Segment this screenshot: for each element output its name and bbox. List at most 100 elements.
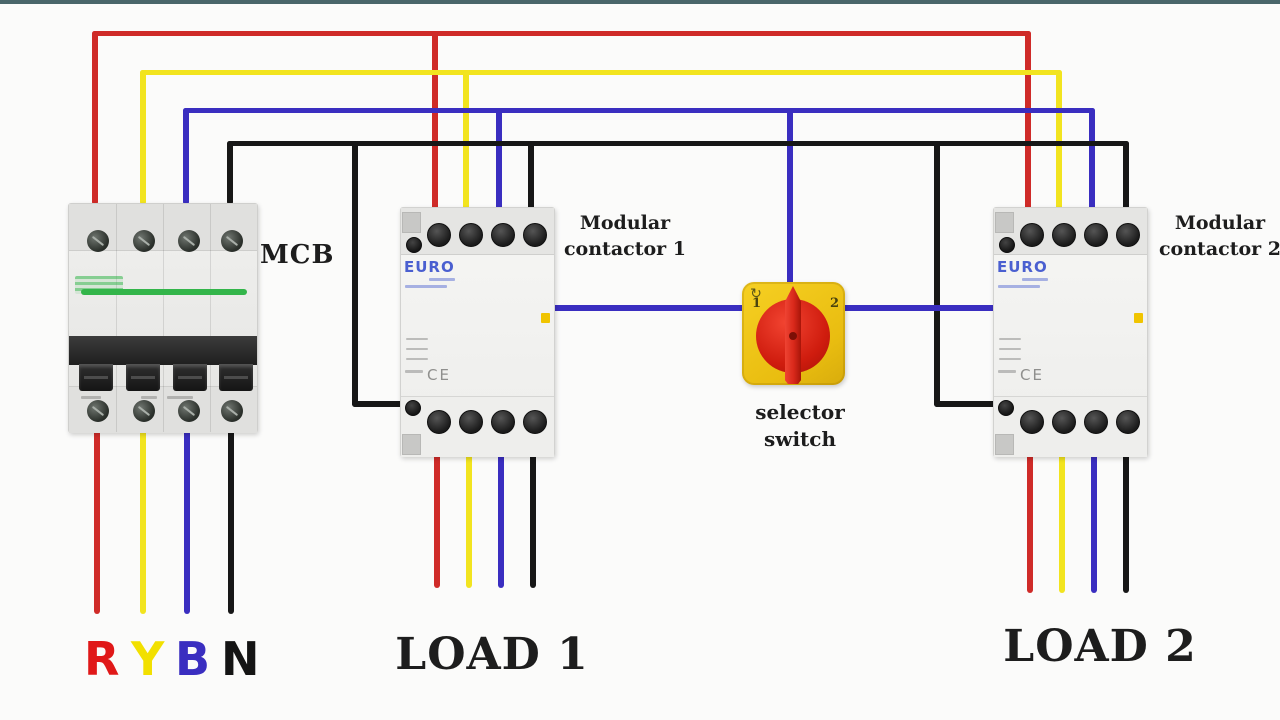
wire-red-load2 — [1027, 450, 1033, 593]
contactor2-terminal — [1084, 223, 1108, 247]
contactor2-label-line2: contactor 2 — [1158, 238, 1280, 260]
mcb-pole-separator — [116, 204, 117, 432]
contactor1-spec-marking — [406, 348, 428, 350]
mcb-terminal-screw — [87, 230, 109, 252]
contactor1-a2-coil-terminal — [405, 400, 421, 416]
contactor1-label-line1: Modular — [579, 212, 671, 234]
wire-yellow-mcb-drop — [140, 70, 146, 205]
contactor2-din-tab — [995, 212, 1014, 233]
contactor2-terminal — [1116, 410, 1140, 434]
wire-black-contactor2-drop — [1123, 141, 1129, 215]
wire-yellow-load1 — [466, 450, 472, 588]
contactor2-a2-coil-terminal — [998, 400, 1014, 416]
contactor1-terminal — [459, 223, 483, 247]
phase-label-n: N — [221, 632, 260, 686]
contactor2-terminal — [1084, 410, 1108, 434]
wire-black-coil1-stub — [352, 401, 414, 407]
contactor1-spec-marking — [406, 358, 428, 360]
contactor2-brand: EURO — [997, 258, 1048, 276]
wire-red-contactor2-drop — [1025, 31, 1031, 215]
contactor2-device: EURO CE — [993, 207, 1148, 457]
contactor1-spec-marking — [406, 338, 428, 340]
wire-red-bus — [92, 31, 1031, 36]
phase-label-r: R — [84, 632, 120, 686]
mcb-green-stripe — [81, 289, 247, 295]
mcb-terminal-screw — [133, 400, 155, 422]
load1-label: LOAD 1 — [395, 629, 589, 680]
contactor2-label: Modular contactor 2 — [1145, 210, 1280, 262]
wire-blue-mcb-drop — [183, 108, 189, 205]
wire-blue-selector-drop — [787, 108, 793, 288]
mcb-toggle-lever — [79, 364, 113, 391]
contactor2-terminal — [1116, 223, 1140, 247]
contactor2-terminal — [1052, 410, 1076, 434]
wire-blue-selector-to-coil2 — [839, 305, 1008, 311]
contactor2-model-marking — [1022, 278, 1048, 281]
wire-red-mcb-out — [94, 428, 100, 614]
contactor1-terminal — [427, 410, 451, 434]
mcb-terminal-screw — [221, 400, 243, 422]
load2-label: LOAD 2 — [1003, 621, 1197, 672]
contactor2-spec-marking — [999, 348, 1021, 350]
wire-black-load2 — [1123, 450, 1129, 593]
contactor1-model-marking — [429, 278, 455, 281]
contactor2-spec-marking — [999, 358, 1021, 360]
contactor1-brand: EURO — [404, 258, 455, 276]
contactor2-terminal — [1052, 223, 1076, 247]
selector-switch-label: selector switch — [744, 399, 856, 453]
mcb-terminal-screw — [87, 400, 109, 422]
contactor2-terminal — [1020, 410, 1044, 434]
contactor1-terminal — [491, 223, 515, 247]
contactor2-label-line1: Modular — [1174, 212, 1266, 234]
contactor1-ce-mark: CE — [427, 366, 451, 384]
wire-yellow-bus — [140, 70, 1062, 75]
mcb-terminal-screw — [178, 400, 200, 422]
contactor2-spec-marking — [999, 338, 1021, 340]
wire-black-coil2-drop — [934, 141, 940, 407]
mcb-rating-marking — [141, 396, 157, 399]
selector-handle-screw — [789, 332, 797, 340]
mcb-rating-marking — [167, 396, 193, 399]
wire-blue-mcb-out — [184, 428, 190, 614]
mcb-pole-separator — [210, 204, 211, 432]
contactor1-din-tab — [402, 212, 421, 233]
selector-position-1: 1 — [752, 296, 762, 311]
contactor2-din-tab — [995, 434, 1014, 455]
wire-black-mcb-drop — [227, 141, 233, 205]
mcb-terminal-screw — [133, 230, 155, 252]
mcb-pole-separator — [163, 204, 164, 432]
contactor1-label: Modular contactor 1 — [550, 210, 700, 262]
rotary-arrow-icon: ↻ — [750, 286, 762, 302]
wire-blue-contactor1-drop — [496, 108, 502, 215]
wire-blue-load1 — [498, 450, 504, 588]
wire-blue-coil1-to-selector — [406, 305, 746, 311]
wire-blue-load2 — [1091, 450, 1097, 593]
contactor1-device: EURO CE — [400, 207, 555, 457]
wire-black-mcb-out — [228, 428, 234, 614]
mcb-terminal-screw — [221, 230, 243, 252]
contactor1-label-line2: contactor 1 — [563, 238, 686, 260]
contactor1-terminal — [427, 223, 451, 247]
mcb-terminal-screw — [178, 230, 200, 252]
contactor2-spec-marking — [998, 370, 1016, 373]
wire-black-coil1-drop — [352, 141, 358, 407]
mcb-label: MCB — [260, 240, 335, 270]
wire-black-coil2-stub — [934, 401, 1008, 407]
contactor2-indicator-dot — [1134, 313, 1143, 323]
wire-yellow-mcb-out — [140, 428, 146, 614]
wire-red-contactor1-drop — [432, 31, 438, 215]
contactor1-spec-marking — [405, 370, 423, 373]
contactor1-terminal — [523, 223, 547, 247]
wire-red-load1 — [434, 450, 440, 588]
contactor2-model-marking — [998, 285, 1040, 288]
contactor1-terminal — [491, 410, 515, 434]
selector-switch-device: ↻ 1 2 — [742, 282, 845, 385]
contactor2-ce-mark: CE — [1020, 366, 1044, 384]
selector-label-line1: selector — [755, 400, 845, 424]
mcb-toggle-lever — [219, 364, 253, 391]
wire-black-load1 — [530, 450, 536, 588]
wire-blue-bus — [183, 108, 1095, 113]
wire-yellow-load2 — [1059, 450, 1065, 593]
phase-label-b: B — [175, 632, 211, 686]
contactor1-model-marking — [405, 285, 447, 288]
